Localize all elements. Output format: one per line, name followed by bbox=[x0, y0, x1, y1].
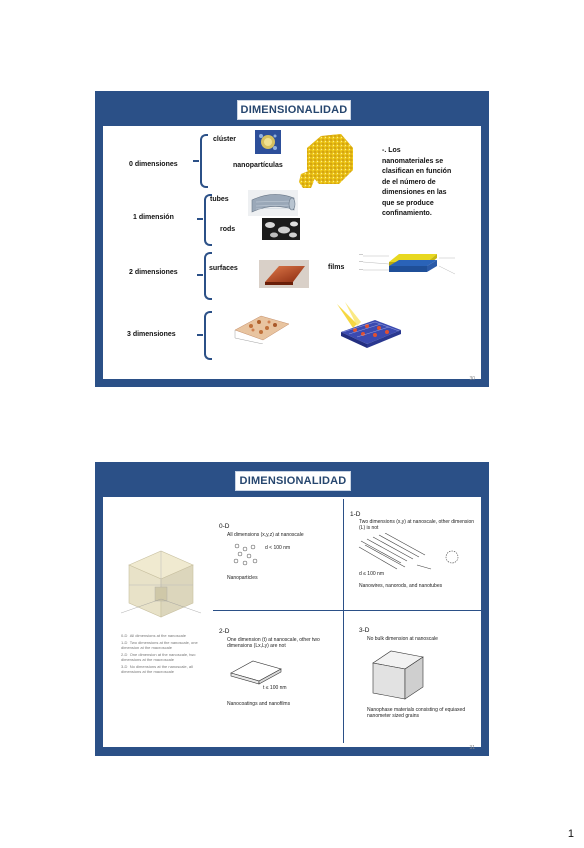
quadrant-0d-title: 0-D bbox=[219, 523, 230, 530]
quadrant-0d-caption: Nanoparticles bbox=[227, 575, 258, 581]
quadrant-3d-text: No bulk dimension at nanoscale bbox=[367, 636, 438, 642]
row-label-1d: 1 dimensión bbox=[133, 214, 174, 221]
legend-key: 1-D bbox=[121, 640, 128, 645]
brace-tick bbox=[197, 274, 203, 276]
item-rods: rods bbox=[220, 226, 236, 233]
slide-content: 0-D All dimensions at the nanoscale 1-D … bbox=[103, 497, 481, 747]
brace-0d bbox=[200, 134, 208, 188]
slide-2: DIMENSIONALIDAD 0-D All dimensions at th… bbox=[95, 462, 489, 756]
slide-page-number: 30 bbox=[469, 376, 475, 382]
item-surfaces: surfaces bbox=[209, 265, 238, 272]
legend-key: 3-D bbox=[121, 664, 128, 669]
row-label-3d: 3 dimensiones bbox=[127, 331, 176, 338]
legend-value: Two dimensions at the nanoscale, one dim… bbox=[121, 640, 198, 650]
item-films: films bbox=[328, 264, 345, 271]
note-line: de el número de bbox=[382, 178, 436, 186]
brace-tick bbox=[197, 218, 203, 220]
nanowires-sketch bbox=[358, 533, 459, 570]
quadrant-1d-text: Two dimensions (x,y) at nanoscale, other… bbox=[359, 519, 475, 531]
row-label-2d: 2 dimensiones bbox=[129, 269, 178, 276]
quadrant-2d-value: t ≤ 100 nm bbox=[263, 685, 287, 691]
quadrant-1d-value: d ≤ 100 nm bbox=[359, 571, 384, 577]
quadrant-1d-title: 1-D bbox=[350, 511, 361, 518]
divider-vertical bbox=[343, 499, 344, 743]
note-line: -. Los bbox=[382, 147, 401, 154]
bulk-cube-sketch bbox=[372, 650, 424, 700]
note-line: clasifican en función bbox=[382, 168, 452, 175]
legend-key: 0-D bbox=[121, 633, 128, 638]
brace-tick bbox=[197, 334, 203, 336]
quadrant-2d-text: One dimension (t) at nanoscale, other tw… bbox=[227, 637, 320, 649]
nanotube-image bbox=[248, 190, 298, 216]
note-line: que se produce bbox=[382, 199, 434, 207]
quadrant-2d-title: 2-D bbox=[219, 628, 230, 635]
film-diagram-image bbox=[359, 254, 456, 275]
note-line: dimensiones en las bbox=[382, 189, 447, 196]
quadrant-2d-caption: Nanocoatings and nanofilms bbox=[227, 701, 291, 707]
3d-surface-image bbox=[234, 315, 290, 344]
brace-tick bbox=[193, 160, 199, 162]
surface-image bbox=[259, 260, 309, 288]
brace-1d bbox=[204, 194, 212, 246]
quadrant-1d-caption: Nanowires, nanorods, and nanotubes bbox=[359, 583, 443, 589]
slide-content: 0 dimensiones 1 dimensión 2 dimensiones … bbox=[103, 126, 481, 379]
brace-2d bbox=[204, 252, 212, 300]
page-number: 1 bbox=[567, 828, 574, 840]
dimension-legend: 0-D All dimensions at the nanoscale 1-D … bbox=[121, 633, 211, 674]
note-line: confinamiento. bbox=[382, 210, 432, 217]
slide-title: DIMENSIONALIDAD bbox=[237, 100, 351, 120]
note-line: nanomateriales se bbox=[382, 157, 444, 165]
slide-1: DIMENSIONALIDAD 0 dimensiones 1 dimensió… bbox=[95, 91, 489, 387]
divider-horizontal bbox=[213, 610, 481, 611]
legend-key: 2-D bbox=[121, 652, 128, 657]
quadrant-3d-title: 3-D bbox=[359, 627, 370, 634]
classification-note: -. Los nanomateriales se clasifican en f… bbox=[382, 146, 474, 220]
brace-3d bbox=[204, 311, 212, 360]
dimension-cube-image bbox=[120, 550, 201, 618]
legend-value: One dimension at the nanoscale, two dime… bbox=[121, 652, 196, 662]
quadrant-0d-value: d < 100 nm bbox=[265, 545, 291, 551]
slide-title: DIMENSIONALIDAD bbox=[235, 471, 351, 491]
item-nanoparticles: nanopartículas bbox=[233, 162, 283, 169]
quadrant-0d-text: All dimensions (x,y,z) at nanoscale bbox=[227, 532, 304, 538]
nanofilm-sketch bbox=[230, 660, 282, 685]
nanoparticles-sketch bbox=[233, 543, 258, 566]
gold-nanoparticle-image bbox=[299, 134, 353, 188]
nanorods-image bbox=[262, 218, 300, 240]
cluster-image bbox=[255, 130, 281, 154]
item-cluster: clúster bbox=[213, 136, 236, 143]
item-tubes: tubes bbox=[210, 196, 229, 203]
3d-lattice-image bbox=[337, 302, 401, 348]
legend-value: No dimensions at the nanoscale, all dime… bbox=[121, 664, 193, 674]
row-label-0d: 0 dimensiones bbox=[129, 161, 178, 168]
legend-value: All dimensions at the nanoscale bbox=[129, 633, 186, 638]
quadrant-3d-caption: Nanophase materials consisting of equiax… bbox=[367, 707, 466, 719]
slide-page-number: 31 bbox=[469, 745, 475, 751]
